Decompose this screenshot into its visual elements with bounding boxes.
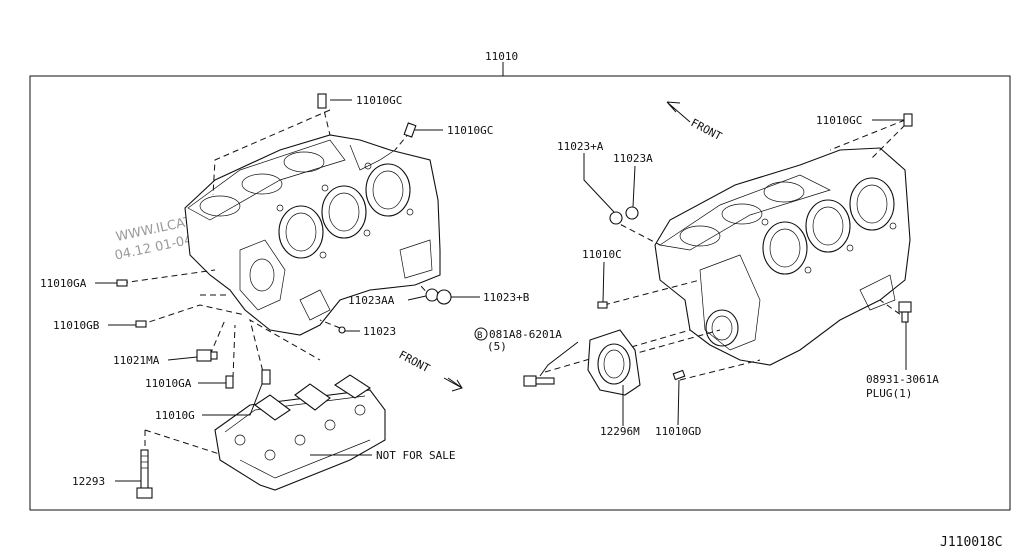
label-08931-3061a[interactable]: 08931-3061A xyxy=(866,373,939,386)
leader-line xyxy=(167,356,198,361)
label-11023a[interactable]: 11023A xyxy=(613,152,653,165)
bolt-part-number: 081A8-6201A xyxy=(489,328,562,341)
bolt-circle-marker xyxy=(474,327,488,341)
guide-line xyxy=(829,119,906,151)
label-11010ga[interactable]: 11010GA xyxy=(40,277,87,290)
plug-11021ma[interactable] xyxy=(196,349,218,362)
cylinder-block-left[interactable] xyxy=(184,134,441,336)
guide-line xyxy=(869,124,906,161)
leader-line xyxy=(202,383,263,416)
label-12296m[interactable]: 12296M xyxy=(600,425,640,438)
guide-line xyxy=(611,219,661,246)
dowel-11010gb[interactable] xyxy=(135,320,147,328)
assembly-number[interactable]: 11010 xyxy=(485,50,518,63)
label-11010gb[interactable]: 11010GB xyxy=(53,319,100,332)
label-not-for-sale: NOT FOR SALE xyxy=(376,449,455,462)
guide-line xyxy=(629,329,721,356)
guide-line xyxy=(232,324,236,379)
dowel-11010ga[interactable] xyxy=(116,279,128,287)
leader-line xyxy=(407,295,427,301)
plug-11023plusb[interactable] xyxy=(436,289,452,305)
bolt-quantity: (5) xyxy=(487,340,507,353)
guide-line xyxy=(679,359,761,381)
label-11021ma[interactable]: 11021MA xyxy=(113,354,160,367)
main-bearing-beam[interactable] xyxy=(214,374,386,491)
front-arrow-left: FRONT xyxy=(397,348,464,392)
dowel-11010c[interactable] xyxy=(597,301,608,309)
guide-line xyxy=(212,109,331,196)
dowel-11010gd[interactable] xyxy=(672,369,686,381)
label-11010gc-a[interactable]: 11010GC xyxy=(356,94,402,107)
label-11010ga-b[interactable]: 11010GA xyxy=(145,377,192,390)
label-11010c[interactable]: 11010C xyxy=(582,248,622,261)
guide-line xyxy=(209,319,226,356)
cylinder-block-right[interactable] xyxy=(654,147,911,366)
label-11023aa[interactable]: 11023AA xyxy=(348,294,395,307)
label-11023plusa[interactable]: 11023+A xyxy=(557,140,604,153)
label-11010gc-b[interactable]: 11010GC xyxy=(447,124,493,137)
front-label-left: FRONT xyxy=(397,348,433,375)
leader-line xyxy=(583,153,615,213)
diagram-frame xyxy=(29,75,1011,511)
bolt-circle-letter: B xyxy=(477,331,482,341)
label-11010gd[interactable]: 11010GD xyxy=(655,425,701,438)
dowel-11010ga-b[interactable] xyxy=(225,375,234,389)
label-plug: PLUG(1) xyxy=(866,387,912,400)
label-11010g[interactable]: 11010G xyxy=(155,409,195,422)
diagram-code: J110018C xyxy=(940,535,1003,550)
bolt-12293[interactable] xyxy=(136,449,153,499)
bolt-081a8-6201a[interactable] xyxy=(523,375,555,387)
leader-line xyxy=(539,341,579,377)
guide-line xyxy=(121,269,216,284)
leader-line xyxy=(632,165,636,208)
guide-line xyxy=(603,279,701,306)
oil-seal-12296m[interactable] xyxy=(587,329,641,396)
plug-11023a[interactable] xyxy=(625,206,639,220)
front-arrow-right: FRONT xyxy=(666,101,725,143)
dowel-11010gc-c[interactable] xyxy=(903,113,913,127)
plug-11023plusa[interactable] xyxy=(609,211,623,225)
plug-11023[interactable] xyxy=(338,326,346,334)
label-11023plusb[interactable]: 11023+B xyxy=(483,291,530,304)
plug-11023aa[interactable] xyxy=(425,288,439,302)
leader-line xyxy=(602,261,605,303)
dowel-11010gc-b[interactable] xyxy=(403,122,417,138)
dowel-11010g[interactable] xyxy=(261,369,271,385)
guide-line xyxy=(139,304,246,326)
label-12293[interactable]: 12293 xyxy=(72,475,105,488)
label-11010gc-c[interactable]: 11010GC xyxy=(816,114,862,127)
leader-line xyxy=(677,379,680,426)
label-bolt-081a8-6201a[interactable]: B 081A8-6201A (5) xyxy=(474,327,562,353)
plug-08931-3061a[interactable] xyxy=(898,301,912,323)
label-11023[interactable]: 11023 xyxy=(363,325,396,338)
dowel-11010gc-a[interactable] xyxy=(317,93,327,109)
guide-line xyxy=(319,319,341,329)
front-label-right: FRONT xyxy=(689,116,725,143)
guide-line xyxy=(249,318,321,381)
